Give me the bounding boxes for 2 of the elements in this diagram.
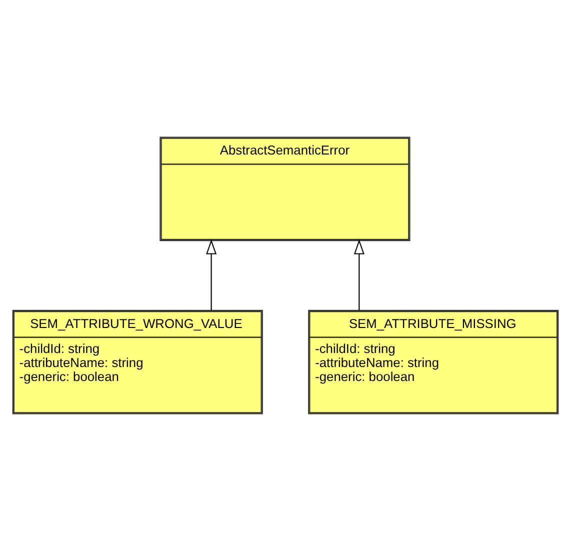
arrow [354,238,364,310]
arrow [206,238,217,310]
